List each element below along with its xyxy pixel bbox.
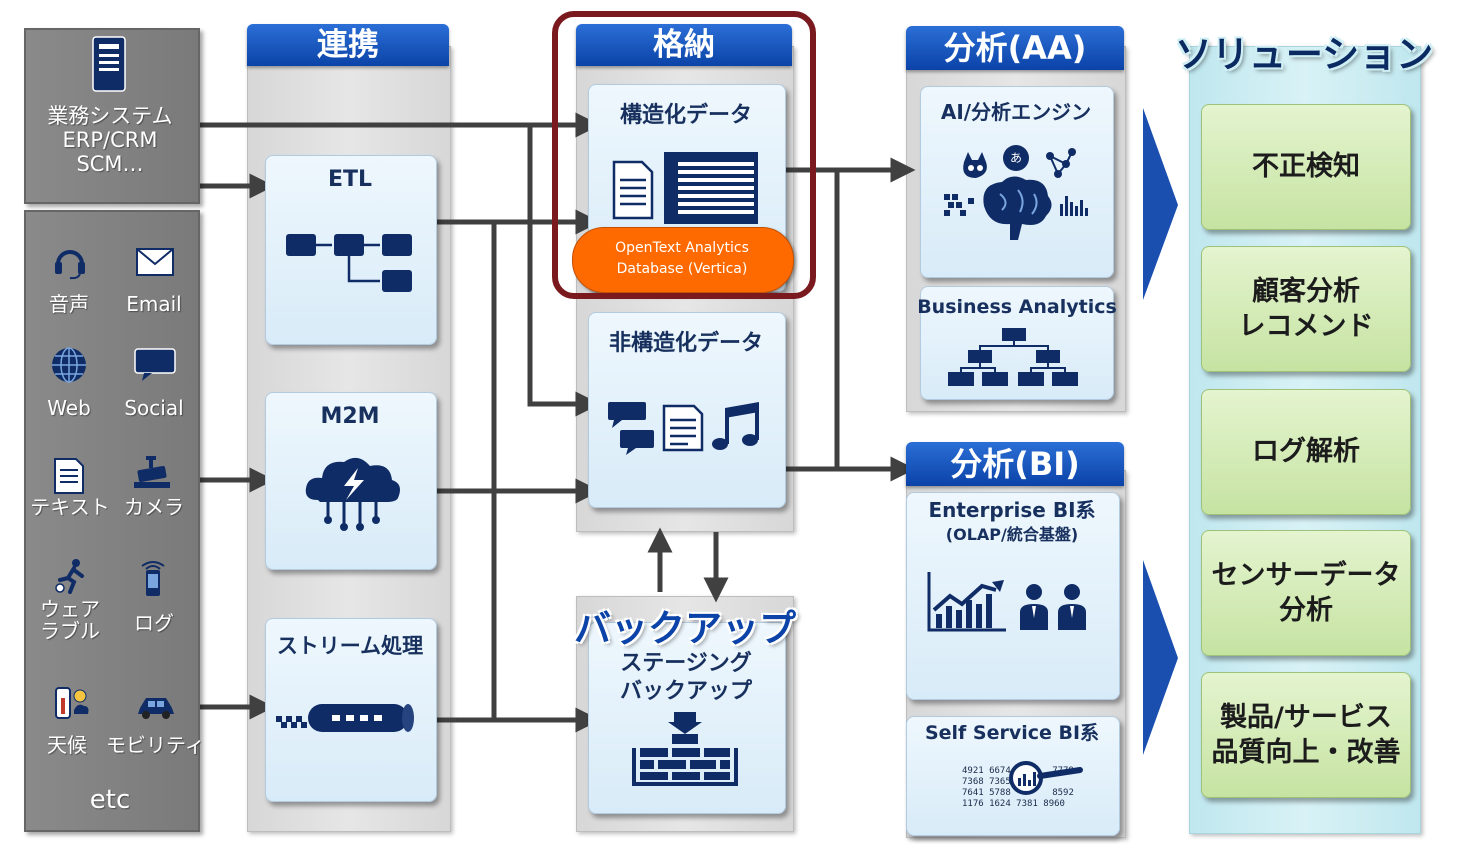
server-icon [92,36,126,92]
thermometer-icon [55,687,89,719]
envelope-icon [136,248,174,276]
headset-icon [55,250,85,280]
org-chart-icon [948,328,1078,386]
solution-sensor-data-analysis: センサーデータ 分析 [1201,530,1411,656]
solution-customer-analysis: 顧客分析 レコメンド [1201,246,1411,372]
kakunou-header: 格納 [576,24,792,66]
solution-product-quality-label: 製品/サービス 品質向上・改善 [1211,701,1401,768]
etl-flow-icon [286,234,412,292]
aa-header: 分析(AA) [906,26,1124,70]
stream-pipe-icon [276,704,414,732]
data-source-panel [24,210,200,832]
source-label-text: テキスト [30,495,110,519]
number-row-3-right: 8592 [1052,788,1074,798]
solution-fraud-detection: 不正検知 [1201,104,1411,230]
source-label-log: ログ [134,611,174,635]
camera-icon [134,456,170,488]
ai-brain-icon: あ [944,145,1088,240]
enterprise-bi-subtitle: (OLAP/統合基盤) [945,525,1079,544]
enterprise-bi-title: Enterprise BI系 [928,498,1096,522]
structured-data-title: 構造化データ [619,103,752,128]
m2m-title: M2M [320,404,380,429]
source-label-mobility: モビリティ [106,733,205,757]
ai-speech-bubble-text: あ [1010,151,1022,165]
vertica-label: OpenText Analytics Database (Vertica) [615,240,749,277]
vertica-badge [572,227,794,293]
unstructured-data-title: 非構造化データ [608,331,763,356]
staging-backup-title: ステージング バックアップ [619,651,752,704]
solution-log-analysis: ログ解析 [1201,389,1411,515]
business-analytics-card [920,286,1114,400]
car-icon [138,698,174,719]
source-label-wearable: ウェア ラブル [40,597,100,643]
growth-chart-people-icon [927,572,1086,632]
runner-icon [55,559,84,594]
solution-header: ソリューション [1174,33,1434,76]
chat-doc-music-icon [608,402,759,455]
number-row-3-left: 7641 5788 [962,788,1011,798]
phone-signal-icon [141,561,165,596]
solution-customer-analysis-label: 顧客分析 レコメンド [1238,275,1374,342]
chat-bubble-icon [134,348,176,381]
source-label-etc: etc [89,785,131,815]
source-label-camera: カメラ [124,495,184,519]
source-label-voice: 音声 [49,292,89,316]
magnifier-icon [1009,761,1083,795]
solution-sensor-data-analysis-label: センサーデータ 分析 [1211,559,1401,626]
source-label-email: Email [126,292,182,316]
enterprise-bi-card [906,492,1120,700]
backup-bricks-icon [632,712,738,786]
number-row-2: 7368 7365 [962,777,1011,787]
globe-icon [52,347,86,383]
cloud-iot-icon [305,457,400,531]
number-row-1-left: 4921 6674 [962,766,1011,776]
source-label-web: Web [47,396,91,420]
source-label-weather: 天候 [47,733,87,757]
vertica-highlight-frame [552,11,816,299]
solution-product-quality: 製品/サービス 品質向上・改善 [1201,672,1411,798]
document-icon [54,458,84,494]
etl-title: ETL [327,167,373,192]
business-system-label: 業務システム ERP/CRM SCM… [47,104,173,177]
stream-title: ストリーム処理 [276,634,424,658]
solution-fraud-detection-label: 不正検知 [1252,151,1360,183]
renkei-header: 連携 [247,24,449,66]
backup-header: バックアップ [574,607,796,650]
solution-log-analysis-label: ログ解析 [1252,436,1360,468]
ai-engine-title: AI/分析エンジン [940,100,1092,124]
business-analytics-title: Business Analytics [917,296,1117,318]
source-label-social: Social [124,396,184,420]
self-service-bi-title: Self Service BI系 [924,722,1100,744]
number-row-3: 7641 5788 8592 [962,788,1074,799]
number-row-4: 1176 1624 7381 8960 [962,799,1065,809]
bi-header: 分析(BI) [906,442,1124,486]
table-document-icon [612,152,758,224]
